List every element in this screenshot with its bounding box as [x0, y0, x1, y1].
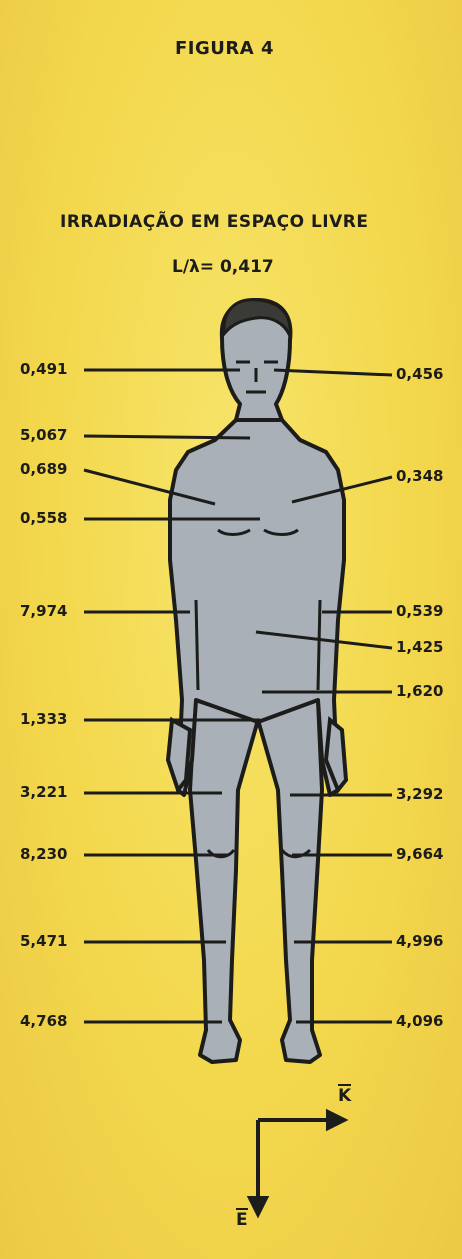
value-label-left-5: 1,333: [20, 710, 67, 728]
value-label-right-5: 3,292: [396, 785, 443, 803]
right-leg: [258, 700, 322, 1062]
axis-arrows: [250, 1112, 344, 1214]
value-label-left-3: 0,558: [20, 509, 67, 527]
value-label-left-4: 7,974: [20, 602, 67, 620]
leader-line-right-0: [274, 370, 392, 375]
value-label-left-1: 5,067: [20, 426, 67, 444]
value-label-left-7: 8,230: [20, 845, 67, 863]
value-label-left-6: 3,221: [20, 783, 67, 801]
value-label-right-4: 1,620: [396, 682, 443, 700]
value-label-right-1: 0,348: [396, 467, 443, 485]
value-label-right-3: 1,425: [396, 638, 443, 656]
leader-line-left-1: [84, 436, 250, 438]
e-axis-label: E: [236, 1210, 248, 1230]
value-label-right-7: 4,996: [396, 932, 443, 950]
value-label-right-8: 4,096: [396, 1012, 443, 1030]
k-axis-label: K: [338, 1086, 351, 1106]
value-label-right-6: 9,664: [396, 845, 443, 863]
value-label-left-9: 4,768: [20, 1012, 67, 1030]
value-label-right-0: 0,456: [396, 365, 443, 383]
value-label-left-8: 5,471: [20, 932, 67, 950]
value-label-left-0: 0,491: [20, 360, 67, 378]
value-label-right-2: 0,539: [396, 602, 443, 620]
value-label-left-2: 0,689: [20, 460, 67, 478]
left-leg: [190, 700, 258, 1062]
